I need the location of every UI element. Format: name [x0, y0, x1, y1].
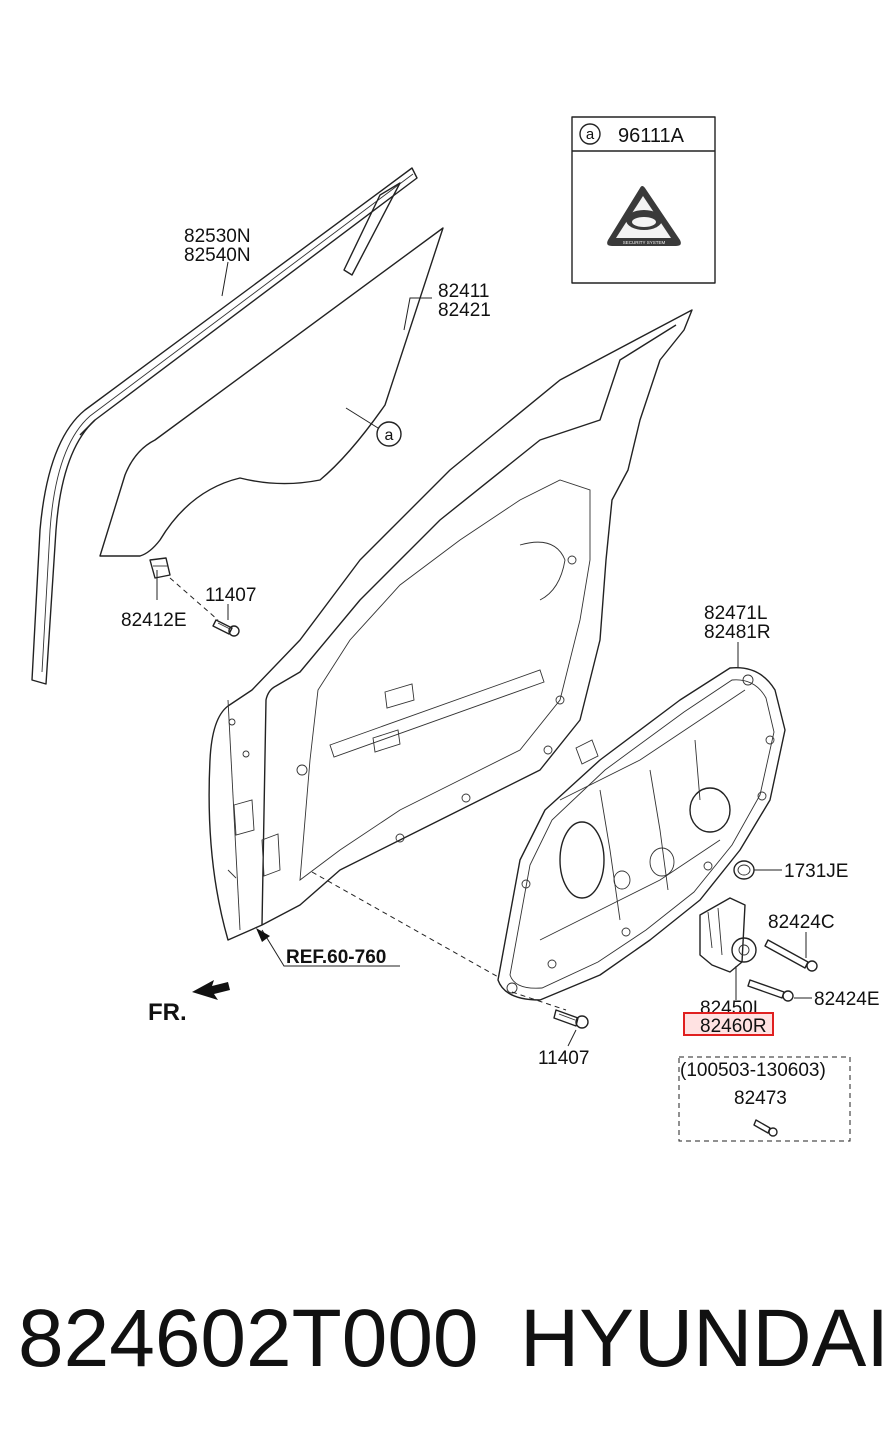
screw-upper-icon: [764, 939, 818, 972]
security-emblem-icon: SECURITY SYSTEM: [607, 186, 681, 246]
label-run-channel-1: 82530N: [184, 226, 251, 247]
door-glass: [99, 227, 444, 579]
legend-marker-circle: [579, 123, 601, 145]
highlight-box: [683, 1012, 774, 1036]
label-date-part: 82473: [734, 1088, 787, 1109]
legend-part-number: 96111A: [618, 125, 685, 147]
label-bolt-upper: 11407: [205, 585, 256, 606]
bolt-upper-icon: [212, 619, 240, 637]
front-arrow: FR.: [148, 980, 230, 1026]
glass-marker-circle: [376, 421, 402, 447]
ref-callout: REF.60-760: [256, 928, 400, 968]
emblem-text: SECURITY SYSTEM: [623, 240, 666, 245]
label-module-panel-1: 82471L: [704, 603, 767, 624]
callout-labels: 82530N 82540N 82411 82421 a 82412E 11407…: [121, 226, 880, 1109]
label-screw-upper: 82424C: [768, 912, 835, 933]
legend-marker: a: [586, 126, 595, 143]
door-frame: [208, 309, 693, 941]
label-date-range: (100503-130603): [680, 1060, 826, 1081]
module-panel: [497, 666, 786, 1001]
bolt-upper-dashline: [169, 577, 219, 621]
label-glass-bracket: 82412E: [121, 610, 187, 631]
label-motor-2: 82460R: [700, 1016, 767, 1037]
label-glass-2: 82421: [438, 300, 491, 321]
run-channel: [31, 167, 418, 685]
label-front: FR.: [148, 999, 187, 1026]
footer-part-number: 824602T000: [18, 1293, 479, 1384]
leader-lines: [156, 261, 812, 1047]
bolt-lower-dashline: [511, 991, 567, 1011]
label-glass-marker: a: [385, 427, 394, 444]
legend-box: a 96111A SECURITY SYSTEM: [571, 116, 716, 284]
label-ref: REF.60-760: [286, 947, 386, 968]
label-glass-1: 82411: [438, 281, 489, 302]
seal-icon: [733, 860, 755, 880]
screw-lower-icon: [747, 979, 794, 1002]
label-seal: 1731JE: [784, 861, 848, 882]
label-bolt-lower: 11407: [538, 1048, 589, 1069]
bolt-lower-icon: [553, 1009, 589, 1029]
label-module-panel-2: 82481R: [704, 622, 771, 643]
footer-brand: HYUNDAI: [520, 1293, 886, 1384]
footer: 824602T000 HYUNDAI: [18, 1293, 886, 1384]
date-range-box: [678, 1056, 851, 1142]
motor-icon: [699, 897, 757, 973]
front-arrow-icon: [192, 980, 230, 1000]
label-screw-lower: 82424E: [814, 989, 880, 1010]
label-run-channel-2: 82540N: [184, 245, 251, 266]
